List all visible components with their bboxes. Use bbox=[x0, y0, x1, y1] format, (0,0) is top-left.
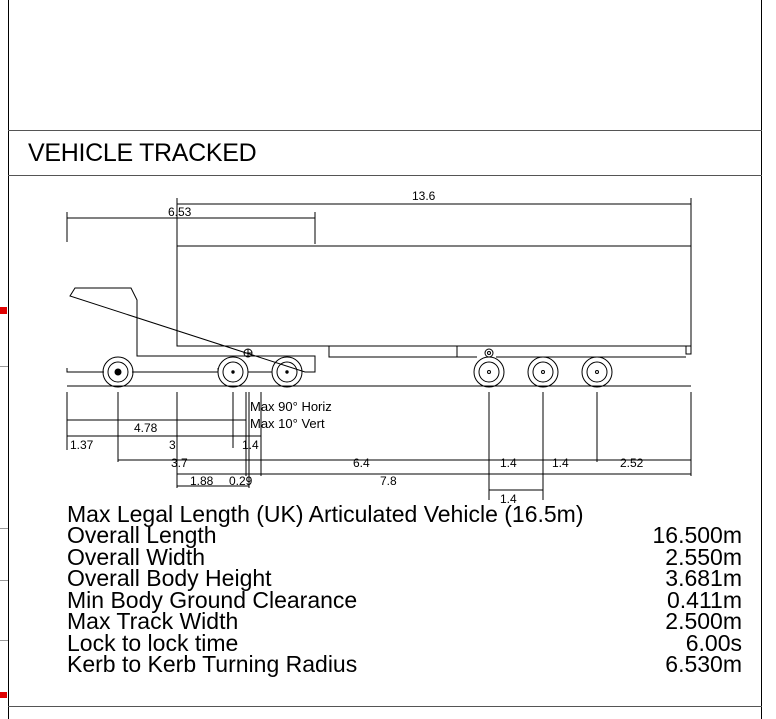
spec-label: Min Body Ground Clearance bbox=[67, 586, 358, 613]
section-title: VEHICLE TRACKED bbox=[28, 139, 257, 167]
articulation-vert: Max 10° Vert bbox=[250, 416, 325, 431]
dim-4-78: 4.78 bbox=[134, 421, 158, 435]
wheel-trailer-3 bbox=[581, 356, 613, 388]
spec-row: Overall Width 2.550m bbox=[67, 543, 742, 570]
spec-row: Overall Length 16.500m bbox=[67, 522, 742, 548]
edge-line bbox=[0, 640, 8, 641]
spec-value: 0.411m bbox=[666, 586, 742, 613]
trailer-body bbox=[176, 245, 692, 347]
spec-label: Overall Width bbox=[67, 543, 206, 570]
dim-3: 3 bbox=[169, 438, 176, 452]
dim-overall-length: 13.6 bbox=[412, 189, 436, 203]
edge-marker-red-bottom bbox=[0, 692, 7, 698]
spec-heading: Max Legal Length (UK) Articulated Vehicl… bbox=[67, 501, 584, 527]
spec-block: Max Legal Length (UK) Articulated Vehicl… bbox=[67, 503, 742, 676]
wheel-front bbox=[102, 356, 134, 388]
spec-label: Lock to lock time bbox=[67, 629, 239, 656]
dim-0-29: 0.29 bbox=[229, 474, 253, 488]
spec-value: 6.530m bbox=[665, 651, 742, 677]
spec-row: Overall Body Height 3.681m bbox=[67, 565, 742, 591]
dim-7-8: 7.8 bbox=[380, 474, 397, 488]
dim-1-4-c: 1.4 bbox=[552, 456, 569, 470]
dim-1-37: 1.37 bbox=[70, 438, 94, 452]
dim-1-88: 1.88 bbox=[190, 474, 214, 488]
dim-1-4-b: 1.4 bbox=[500, 456, 517, 470]
divider-title bbox=[8, 175, 762, 176]
trailer-skirt bbox=[328, 345, 458, 358]
spec-label: Max Track Width bbox=[67, 608, 239, 634]
wheel-drive-2 bbox=[271, 356, 303, 388]
kingpin-marker bbox=[484, 348, 494, 358]
dim-2-52: 2.52 bbox=[620, 456, 644, 470]
edge-line bbox=[0, 366, 8, 367]
wheel-trailer-1 bbox=[473, 356, 505, 388]
spec-value: 2.550m bbox=[665, 543, 742, 570]
dim-3-7: 3.7 bbox=[171, 456, 188, 470]
divider-top bbox=[8, 130, 762, 131]
spec-value: 2.500m bbox=[665, 608, 742, 634]
spec-label: Overall Length bbox=[67, 522, 217, 548]
spec-row: Min Body Ground Clearance 0.411m bbox=[67, 586, 742, 613]
sheet-frame bbox=[8, 0, 762, 719]
spec-label: Kerb to Kerb Turning Radius bbox=[67, 651, 358, 677]
dim-1-4-d: 1.4 bbox=[500, 492, 517, 506]
spec-row: Max Track Width 2.500m bbox=[67, 608, 742, 634]
dim-1-4-a: 1.4 bbox=[242, 438, 259, 452]
spec-value: 6.00s bbox=[685, 629, 742, 656]
spec-row: Lock to lock time 6.00s bbox=[67, 629, 742, 656]
dim-6-4: 6.4 bbox=[353, 456, 370, 470]
articulation-horiz: Max 90° Horiz bbox=[250, 399, 332, 414]
spec-row: Kerb to Kerb Turning Radius 6.530m bbox=[67, 651, 742, 677]
divider-bottom bbox=[8, 706, 762, 707]
edge-line bbox=[0, 580, 8, 581]
edge-marker-red-top bbox=[0, 307, 7, 314]
spec-value: 16.500m bbox=[652, 522, 742, 548]
spec-label: Overall Body Height bbox=[67, 565, 272, 591]
edge-line bbox=[0, 528, 8, 529]
dim-cab-length: 6.53 bbox=[168, 205, 192, 219]
spec-value: 3.681m bbox=[665, 565, 742, 591]
tractor-cab bbox=[66, 287, 316, 373]
trailer-rear-light bbox=[685, 345, 692, 355]
wheel-drive-1 bbox=[217, 356, 249, 388]
wheel-trailer-2 bbox=[527, 356, 559, 388]
